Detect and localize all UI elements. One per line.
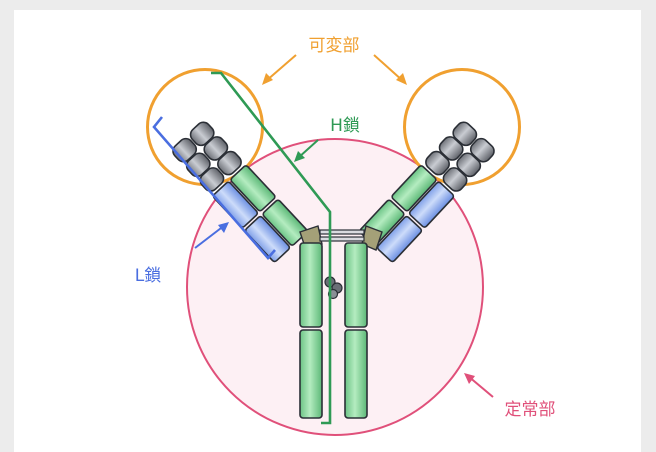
label-constant-region: 定常部: [505, 400, 556, 420]
label-light-chain: L鎖: [135, 266, 161, 286]
label-variable-region: 可変部: [309, 36, 360, 56]
arrow-constant-region: [464, 373, 493, 397]
label-heavy-chain: H鎖: [330, 116, 360, 136]
arrow-variable-left: [262, 55, 296, 85]
arrow-variable-right: [374, 55, 407, 85]
